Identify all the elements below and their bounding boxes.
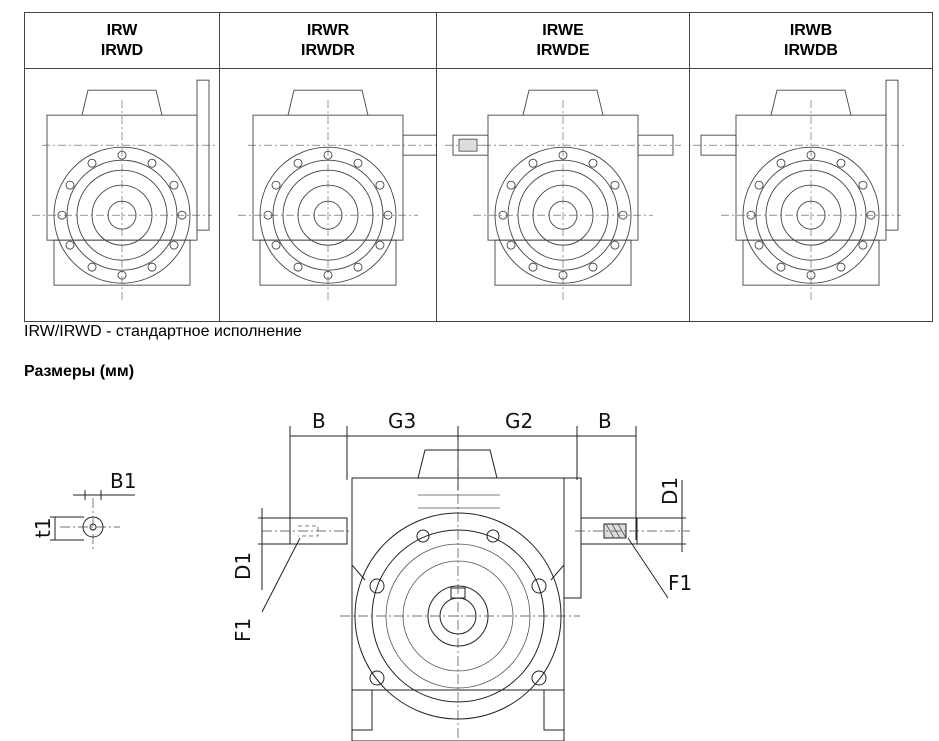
dim-label-b1: B1 (110, 469, 136, 493)
variants-table: IRW IRWD IRWR IRWDR IRWE IRWDE IRWB IRWD… (24, 12, 933, 322)
variant-column-irw: IRW IRWD (25, 13, 220, 321)
dim-label-f1-left: F1 (231, 618, 255, 642)
top-dimension-chain: B G3 G2 B (289, 409, 637, 540)
dim-label-f1-right: F1 (668, 571, 692, 595)
caption: IRW/IRWD - стандартное исполнение (24, 323, 302, 340)
gearbox-sketch (238, 89, 436, 301)
variant-column-irwe: IRWE IRWDE (437, 13, 690, 321)
dim-label-b-right: B (598, 409, 612, 433)
variant-name: IRWE (542, 22, 584, 39)
left-shaft: D1 F1 (231, 508, 352, 642)
variant-name-alt: IRWD (100, 42, 144, 59)
variant-name-alt: IRWDB (784, 42, 838, 59)
dimension-svg: B1 t1 B G3 G2 B (31, 409, 692, 741)
variant-name-alt: IRWDE (536, 42, 590, 59)
right-shaft: D1 F1 (575, 477, 692, 599)
dim-label-t1: t1 (31, 517, 55, 538)
variant-drawing (690, 69, 932, 321)
variant-name: IRWB (789, 22, 833, 39)
variant-column-irwb: IRWB IRWDB (690, 13, 932, 321)
dim-label-b-left: B (312, 409, 326, 433)
variant-name: IRW (106, 22, 138, 39)
dim-label-g2: G2 (505, 409, 533, 433)
variant-name-alt: IRWDR (301, 42, 355, 59)
gearbox-body (340, 440, 582, 741)
variant-drawing (220, 69, 436, 321)
section-title: Размеры (мм) (24, 363, 135, 380)
gearbox-sketch (693, 79, 906, 301)
variant-header: IRWB IRWDB (690, 13, 932, 69)
variant-header: IRWR IRWDR (220, 13, 436, 69)
variant-drawing (25, 69, 219, 321)
variant-header: IRWE IRWDE (437, 13, 689, 69)
dim-label-g3: G3 (388, 409, 416, 433)
gearbox-sketch (32, 79, 217, 301)
dim-label-d1-left: D1 (231, 552, 255, 580)
dim-label-d1-right: D1 (658, 477, 682, 505)
keyway-detail: B1 t1 (31, 469, 136, 552)
variant-drawing (437, 69, 689, 321)
dimension-drawing: B1 t1 B G3 G2 B (0, 380, 939, 741)
gearbox-sketch (445, 89, 681, 301)
variant-column-irwr: IRWR IRWDR (220, 13, 437, 321)
variant-name: IRWR (306, 22, 350, 39)
variant-header: IRW IRWD (25, 13, 219, 69)
